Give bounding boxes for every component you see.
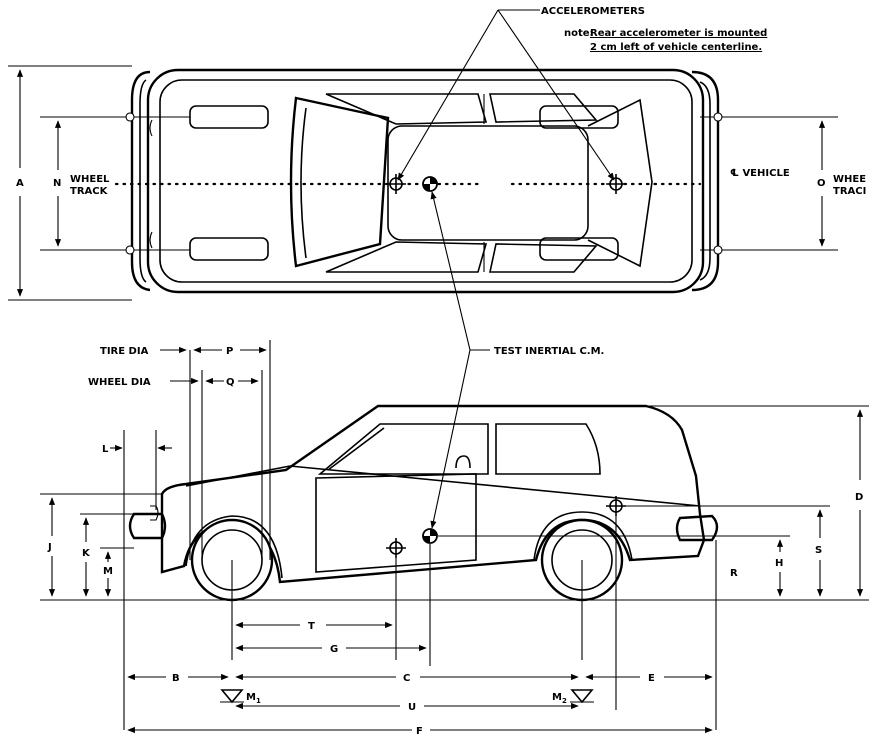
dim-A: [8, 65, 132, 301]
dim-S-label: S: [815, 545, 822, 556]
dim-C-label: C: [403, 673, 410, 684]
top-view-car: [114, 68, 723, 294]
test-cm-leader: [430, 191, 490, 529]
m1-marker: [220, 689, 244, 704]
dim-E-label: E: [648, 673, 655, 684]
m1-label: M1: [246, 692, 261, 705]
dim-D-label: D: [855, 492, 863, 503]
wheel-track-right-1: WHEE: [833, 174, 866, 185]
dim-J-label: J: [47, 542, 52, 553]
dim-K-label: K: [82, 548, 91, 559]
side-view-car: [40, 404, 869, 602]
dim-R-label: R: [730, 568, 738, 579]
note-line-2: 2 cm left of vehicle centerline.: [590, 42, 762, 53]
m2-marker: [570, 689, 594, 704]
test-cm-label: TEST INERTIAL C.M.: [494, 346, 604, 357]
dim-T-label: T: [308, 621, 315, 632]
dim-L-label: L: [102, 444, 109, 455]
dim-S: [620, 505, 830, 597]
dim-D: [646, 405, 869, 597]
vehicle-centerline-label: ℄ VEHICLE: [730, 168, 790, 179]
dim-L: [110, 430, 172, 730]
dim-P: [160, 340, 271, 560]
dim-Q-label: Q: [226, 377, 235, 388]
wheel-track-left-1: WHEEL: [70, 174, 110, 185]
wheel-dia-label: WHEEL DIA: [88, 377, 151, 388]
accelerometer-leaders: [397, 9, 615, 181]
dim-O-label: O: [817, 178, 826, 189]
dim-G-label: G: [330, 644, 338, 655]
dim-J-K-M: [40, 493, 162, 597]
m2-label: M2: [552, 692, 567, 705]
dim-Q: [170, 370, 263, 560]
dim-U-label: U: [408, 702, 416, 713]
dim-N: [40, 116, 126, 251]
dim-P-label: P: [226, 346, 233, 357]
dim-A-label: A: [16, 178, 24, 189]
tire-dia-label: TIRE DIA: [100, 346, 149, 357]
note-prefix: note:: [564, 28, 594, 39]
dim-H-label: H: [775, 558, 783, 569]
dim-N-label: N: [53, 178, 61, 189]
wheel-track-left-2: TRACK: [70, 186, 109, 197]
dim-O: [722, 116, 838, 251]
accelerometers-label: ACCELEROMETERS: [541, 6, 645, 17]
note-line-1: Rear accelerometer is mounted: [590, 28, 767, 39]
dim-B-label: B: [172, 673, 180, 684]
wheel-track-right-2: TRACI: [833, 186, 866, 197]
dim-F-label: F: [416, 726, 423, 737]
dim-M-label: M: [103, 566, 113, 577]
dim-H: [438, 535, 790, 597]
